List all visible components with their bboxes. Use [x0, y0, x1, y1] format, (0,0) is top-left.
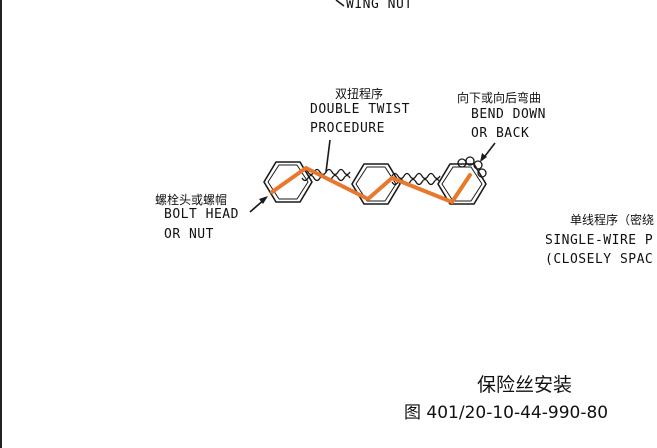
pigtail-end: [457, 156, 487, 178]
twisted-wire-2: [391, 172, 441, 180]
bolt-label-2: OR NUT: [164, 227, 214, 242]
wing-nut-leader: [335, 0, 345, 7]
bend-label-1: BEND DOWN: [471, 107, 546, 122]
caption-title: 保险丝安装: [477, 374, 573, 396]
bolt-head-arrowhead: [259, 196, 268, 204]
left-border-line: [0, 0, 2, 448]
double-twist-label-cn: 双扭程序: [335, 87, 384, 101]
single-wire-label-cn: 单线程序（密绕: [570, 213, 655, 227]
single-wire-label-1: SINGLE-WIRE P: [545, 233, 654, 248]
single-wire-label-2: (CLOSELY SPAC: [545, 252, 654, 267]
bolt-label-cn: 螺栓头或螺帽: [155, 193, 228, 207]
double-twist-leader: [325, 139, 331, 173]
double-twist-label-1: DOUBLE TWIST: [310, 102, 410, 117]
bend-label-2: OR BACK: [471, 126, 530, 141]
bend-label-cn: 向下或向后弯曲: [457, 91, 542, 105]
double-twist-label-2: PROCEDURE: [310, 121, 385, 136]
bolt-label-1: BOLT HEAD: [164, 207, 239, 222]
safety-wire-highlight: [270, 166, 472, 204]
hex-nut-1: [263, 161, 313, 203]
wing-nut-label: WING NUT: [346, 0, 413, 12]
caption-figure-number: 图 401/20-10-44-990-80: [404, 403, 609, 423]
bend-down-arrowhead: [480, 153, 487, 162]
